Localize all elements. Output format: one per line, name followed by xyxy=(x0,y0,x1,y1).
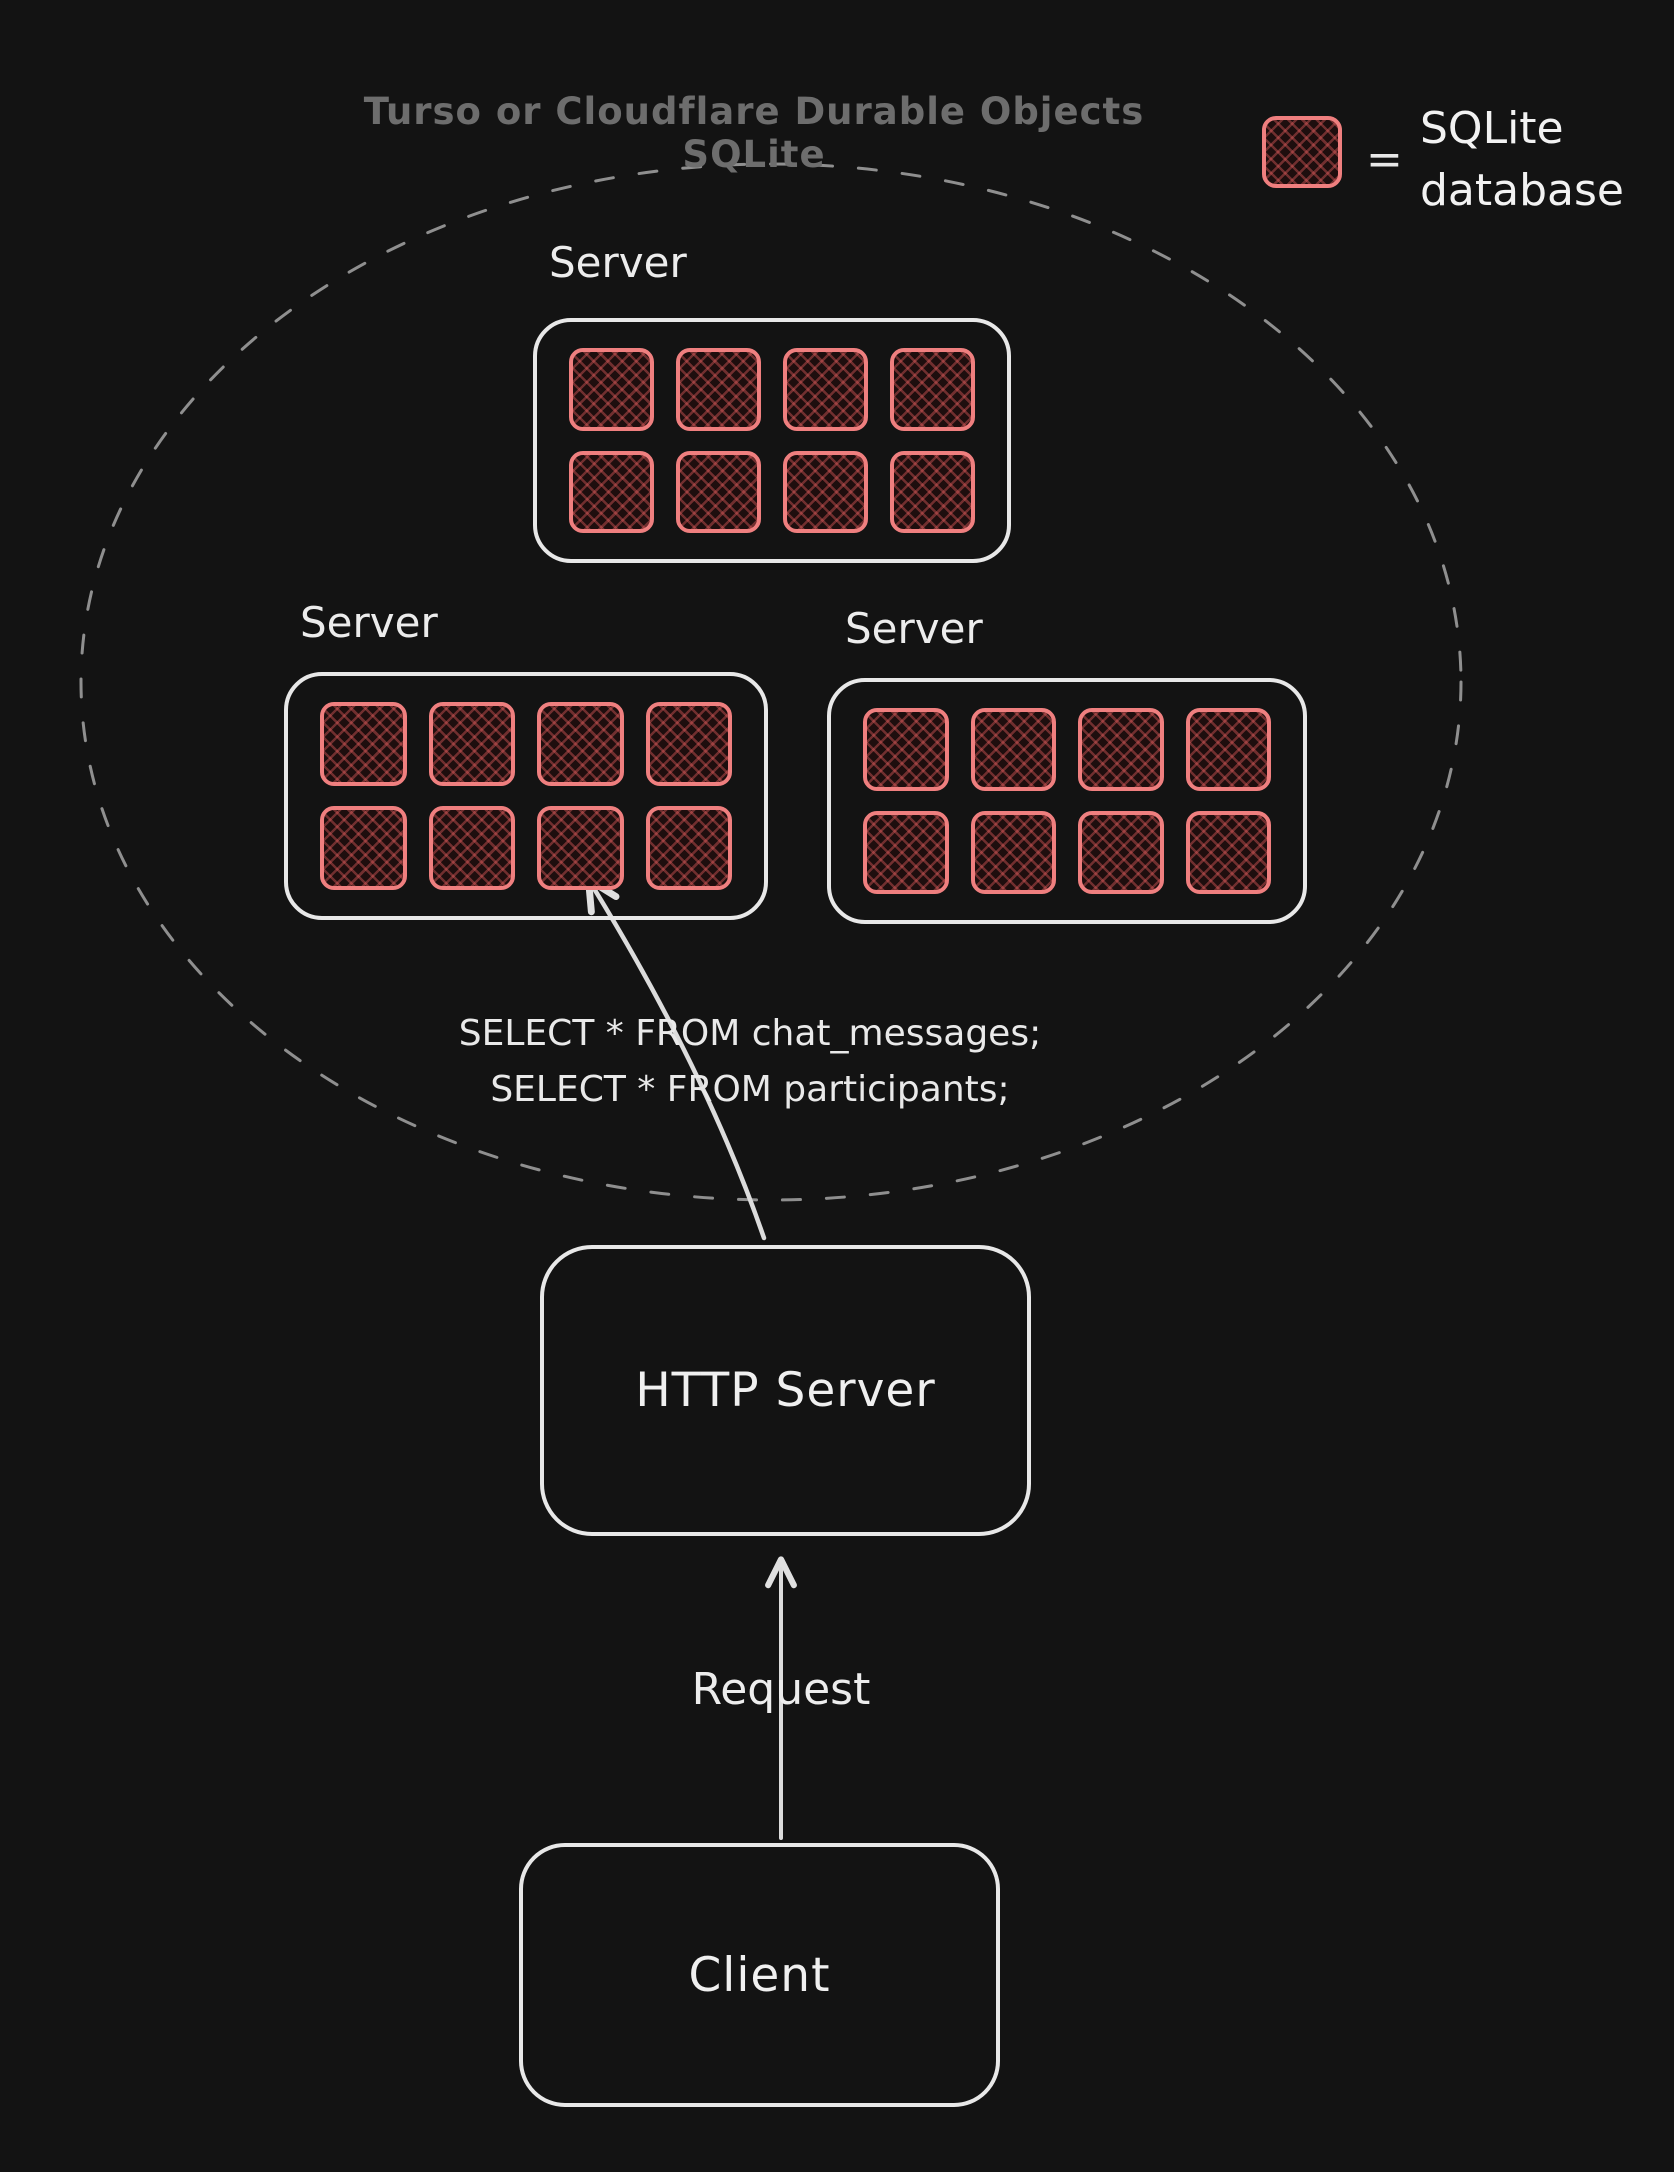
sqlite-database-icon xyxy=(320,702,407,786)
sqlite-database-icon xyxy=(645,702,732,786)
sqlite-database-icon xyxy=(428,702,515,786)
legend-label: SQLite database xyxy=(1420,103,1624,217)
server-label-right: Server xyxy=(845,604,983,653)
sqlite-database-icon xyxy=(428,806,515,890)
sqlite-database-icon xyxy=(783,348,868,431)
server-node-right xyxy=(827,678,1307,924)
sqlite-database-icon xyxy=(970,811,1056,894)
sqlite-database-icon xyxy=(863,811,949,894)
server-node-left xyxy=(284,672,768,920)
equals-sign: = xyxy=(1366,134,1403,185)
sqlite-database-icon xyxy=(890,450,975,533)
sqlite-database-icon xyxy=(537,806,624,890)
sqlite-database-icon xyxy=(569,450,654,533)
sqlite-database-icon xyxy=(569,348,654,431)
server-label-left: Server xyxy=(300,598,438,647)
sqlite-database-icon xyxy=(783,450,868,533)
sqlite-database-icon xyxy=(537,702,624,786)
http-server-label: HTTP Server xyxy=(635,1363,936,1418)
sqlite-database-icon xyxy=(676,450,761,533)
sqlite-database-icon xyxy=(1078,811,1164,894)
sqlite-database-icon xyxy=(676,348,761,431)
sqlite-database-icon xyxy=(863,708,949,791)
db-grid-right xyxy=(831,682,1303,920)
diagram-title: Turso or Cloudflare Durable Objects SQLi… xyxy=(363,90,1145,176)
sqlite-database-icon xyxy=(1185,811,1271,894)
client-node: Client xyxy=(519,1843,1000,2107)
server-node-top xyxy=(533,318,1011,563)
sqlite-database-icon xyxy=(1078,708,1164,791)
client-label: Client xyxy=(688,1947,831,2003)
sqlite-database-icon xyxy=(645,806,732,890)
request-label: Request xyxy=(691,1664,871,1715)
query-line-1: SELECT * FROM chat_messages; xyxy=(458,1013,1042,1054)
db-grid-left xyxy=(288,676,764,916)
db-grid-top xyxy=(537,322,1007,559)
query-line-2: SELECT * FROM participants; xyxy=(490,1068,1010,1110)
sqlite-database-icon xyxy=(320,806,407,890)
http-server-node: HTTP Server xyxy=(540,1245,1031,1536)
sqlite-database-icon xyxy=(1185,708,1271,791)
query-annotation: SELECT * FROM chat_messages; SELECT * FR… xyxy=(400,1006,1100,1118)
sqlite-database-icon xyxy=(890,348,975,431)
server-label-top: Server xyxy=(549,238,687,287)
sqlite-database-icon xyxy=(1262,116,1342,188)
sqlite-database-icon xyxy=(970,708,1056,791)
